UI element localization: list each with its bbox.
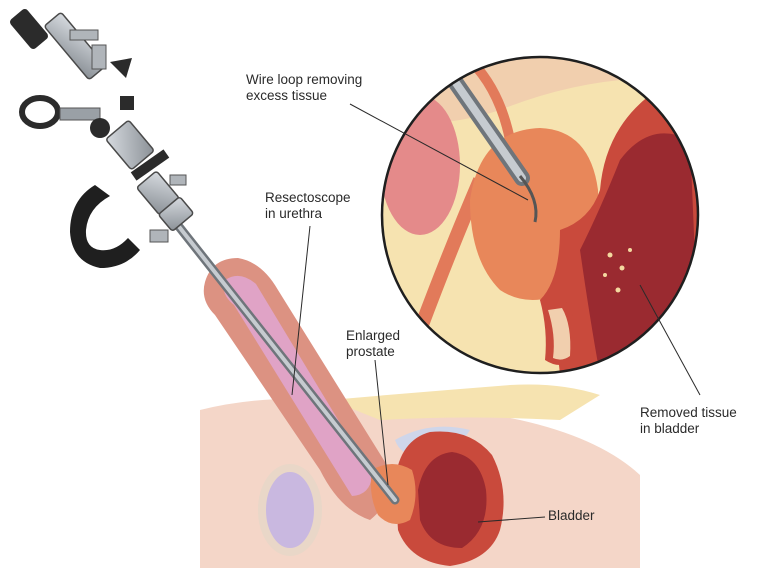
label-bladder: Bladder [548,508,595,523]
label-enlarged-prostate: Enlarged prostate [346,328,401,359]
leader-prostate [374,359,389,486]
pubic-tissue [382,95,460,235]
leader-resectoscope [291,225,311,396]
testis [258,464,322,556]
label-removed-tissue: Removed tissue in bladder [640,405,737,436]
leader-bladder [477,516,546,523]
leader-wire-loop [349,103,529,201]
resectoscope [9,9,400,505]
label-resectoscope: Resectoscope in urethra [265,190,351,221]
leader-removed-tissue [639,284,701,396]
label-wire-loop: Wire loop removing excess tissue [246,72,363,103]
leader-lines [291,103,701,523]
magnified-view [380,55,700,375]
